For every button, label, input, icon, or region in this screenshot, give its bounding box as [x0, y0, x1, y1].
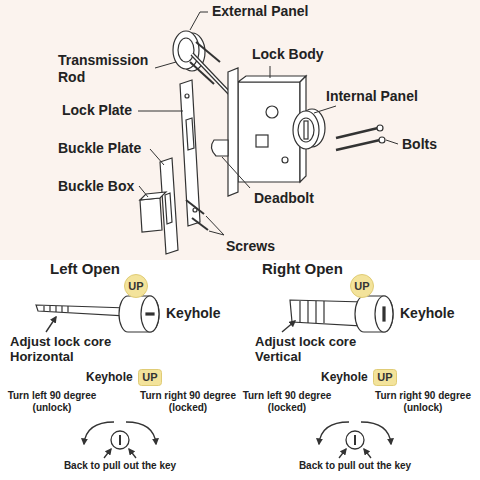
- up-badge: UP: [373, 369, 397, 386]
- top-background: [0, 0, 480, 260]
- step-label: Back to pull out the key: [58, 460, 182, 472]
- turn-label: Turn right 90 degree (locked): [138, 390, 238, 414]
- instruction-label: Adjust lock core Horizontal: [10, 334, 122, 365]
- turn-label: Turn left 90 degree (locked): [237, 390, 337, 414]
- turn-label: Turn left 90 degree (unlock): [2, 390, 102, 414]
- internal-panel-drawing: [293, 109, 325, 149]
- keyhole-label: Keyhole: [321, 370, 368, 384]
- pointer-arrow: [46, 317, 56, 332]
- lock-body-drawing: [211, 68, 306, 196]
- part-label: Bolts: [402, 136, 437, 153]
- part-label: Screws: [226, 238, 275, 255]
- up-marker: UP: [377, 372, 392, 383]
- turn-label: Turn right 90 degree (unlock): [373, 390, 473, 414]
- turn-diagram: [84, 422, 156, 458]
- leader-lines: [138, 12, 398, 235]
- up-marker: UP: [142, 372, 157, 383]
- part-label: Lock Body: [252, 46, 324, 63]
- part-label: Buckle Box: [58, 178, 134, 195]
- keyhole-label: Keyhole: [400, 305, 454, 322]
- up-badge-shape: [139, 370, 162, 386]
- screws-drawing: [186, 200, 208, 230]
- part-label: Internal Panel: [326, 88, 418, 105]
- key-vertical-drawing: [290, 296, 393, 332]
- part-label: Lock Plate: [62, 102, 132, 119]
- up-circle-shape: [351, 275, 374, 298]
- up-marker: UP: [128, 281, 143, 292]
- part-label: Buckle Plate: [58, 140, 141, 157]
- part-label: Transmission Rod: [58, 52, 158, 85]
- turn-diagram: [319, 422, 391, 458]
- keyhole-label: Keyhole: [166, 305, 220, 322]
- part-label: Deadbolt: [254, 190, 314, 207]
- up-circle-shape: [125, 275, 148, 298]
- buckle-box-drawing: [140, 192, 166, 232]
- transmission-rod-drawing: [190, 42, 232, 96]
- step-label: Back to pull out the key: [293, 460, 417, 472]
- instruction-label: Adjust lock core Vertical: [255, 334, 367, 365]
- up-circle: UP: [124, 274, 148, 298]
- part-label: External Panel: [212, 3, 309, 20]
- pointer-arrow: [282, 321, 295, 332]
- up-badge-shape: [374, 370, 397, 386]
- up-marker: UP: [354, 281, 369, 292]
- up-badge: UP: [138, 369, 162, 386]
- buckle-plate-drawing: [160, 158, 178, 254]
- keyhole-label: Keyhole: [86, 370, 133, 384]
- key-horizontal-drawing: [36, 296, 159, 332]
- bolts-drawing: [336, 125, 385, 150]
- up-circle: UP: [350, 274, 374, 298]
- section-heading: Right Open: [262, 260, 343, 278]
- section-heading: Left Open: [50, 260, 120, 278]
